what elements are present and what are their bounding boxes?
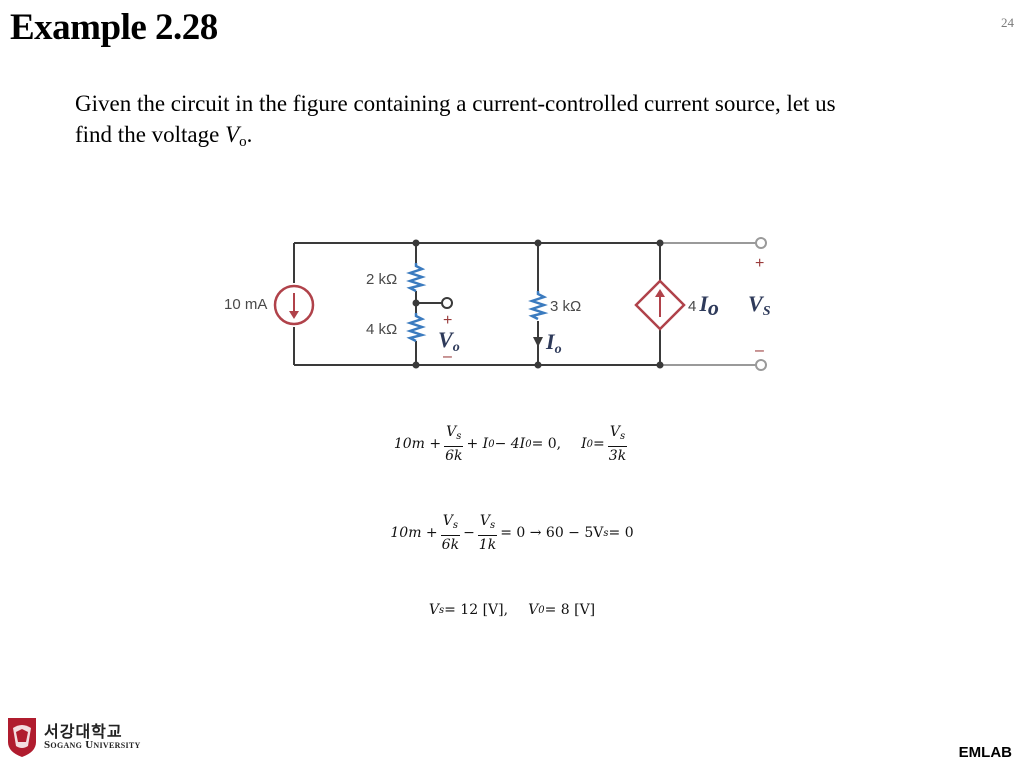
intro-end: . (246, 122, 253, 147)
vs-minus: – (755, 342, 764, 359)
vo-minus: – (443, 348, 452, 365)
eq2-rest: = 0 → 60 − 5V (500, 525, 604, 541)
intro-var: V (225, 122, 240, 147)
vo-var: Vo (438, 327, 460, 355)
eq1-rest: + I (466, 436, 489, 452)
output-leads (660, 242, 756, 366)
eq3-vs-value: = 12 [V], (444, 602, 509, 618)
vs-var: VS (748, 291, 771, 319)
university-name-english: Sogang University (44, 739, 141, 751)
intro-sub: o (239, 134, 247, 150)
vo-terminal-icon (441, 297, 453, 309)
university-seal-icon (8, 718, 36, 757)
resistor-2k-icon (406, 263, 427, 293)
eq1-equals: = (593, 436, 605, 452)
university-name-korean: 서강대학교 (44, 722, 123, 741)
vs-plus: + (755, 255, 764, 272)
eq1-fraction-1: Vs 6k (444, 424, 464, 464)
intro-text: Given the circuit in the figure containi… (75, 88, 975, 158)
dependent-source-icon (634, 279, 686, 331)
intro-line-2: find the voltage (75, 122, 226, 147)
eq1-term1: 10m + (393, 436, 442, 452)
eq1-lhs2: I (581, 436, 587, 452)
vs-terminal-bottom-icon (755, 359, 767, 371)
eq2-minus: − (463, 525, 475, 541)
eq2-rest2: = 0 (608, 525, 634, 541)
source-label: 10 mA (224, 296, 267, 313)
resistor-4k-icon (406, 313, 427, 343)
r1-label: 2 kΩ (366, 271, 397, 288)
lab-label: EMLAB (958, 744, 1012, 761)
io-arrow-icon (533, 337, 543, 347)
vs-terminal-top-icon (755, 237, 767, 249)
eq2-fraction-1: Vs 6k (440, 513, 460, 553)
eq1-fraction-2: Vs 3k (607, 424, 628, 464)
r2-label: 4 kΩ (366, 321, 397, 338)
circuit-wires (293, 242, 661, 366)
io-var: Io (545, 329, 562, 357)
eq3-v0: V (528, 602, 539, 618)
slide-title: Example 2.28 (10, 7, 218, 48)
eq2-term1: 10m + (390, 525, 438, 541)
eq3-vs: V (428, 602, 439, 618)
eq2-fraction-2: Vs 1k (477, 513, 498, 553)
intro-line-1: Given the circuit in the figure containi… (75, 91, 836, 116)
r3-label: 3 kΩ (550, 298, 581, 315)
eq1-rest3: = 0, (531, 436, 562, 452)
eq1-rest2: − 4I (494, 436, 526, 452)
resistor-3k-icon (528, 291, 549, 321)
current-source-icon (273, 284, 315, 326)
page-number: 24 (1001, 15, 1014, 30)
eq3-v0-value: = 8 [V] (544, 602, 596, 618)
junction-dots (412, 239, 664, 369)
vo-plus: + (443, 312, 452, 329)
